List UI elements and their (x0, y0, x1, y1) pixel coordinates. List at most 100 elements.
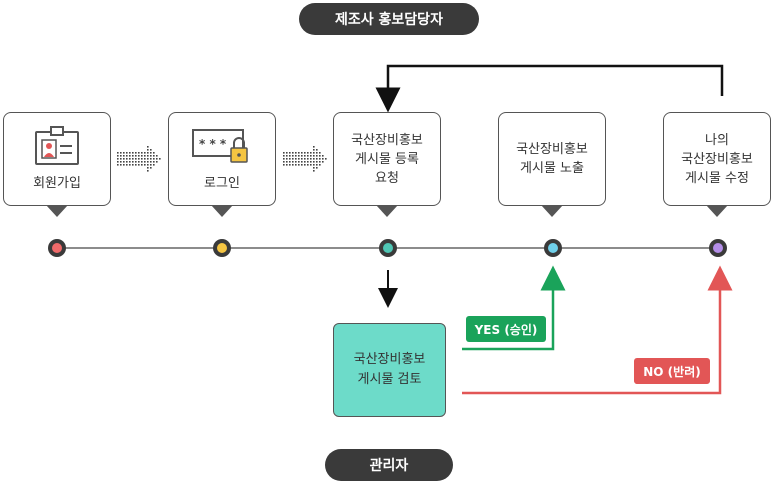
step-post-request: 국산장비홍보 게시물 등록 요청 (333, 112, 441, 227)
dotted-arrow-1 (117, 146, 161, 172)
dot-mark (120, 164, 122, 166)
dot-mark (129, 155, 131, 157)
dot-mark (283, 152, 285, 154)
dot-mark (292, 158, 294, 160)
dot-mark (295, 164, 297, 166)
dot-mark (147, 164, 149, 166)
dot-mark (295, 161, 297, 163)
dot-mark (135, 158, 137, 160)
dot-mark (150, 167, 152, 169)
dot-mark (310, 161, 312, 163)
dot-mark (292, 155, 294, 157)
step-post-exposure: 국산장비홍보 게시물 노출 (498, 112, 606, 227)
dot-mark (283, 161, 285, 163)
dot-mark (313, 152, 315, 154)
dot-mark (123, 164, 125, 166)
dot-mark (141, 164, 143, 166)
dot-mark (150, 152, 152, 154)
dot-mark (147, 167, 149, 169)
dot-mark (156, 158, 158, 160)
dot-mark (307, 152, 309, 154)
dot-mark (132, 161, 134, 163)
dot-mark (304, 158, 306, 160)
yes-path (462, 265, 566, 351)
dot-mark (289, 158, 291, 160)
dot-mark (126, 161, 128, 163)
dot-mark (313, 155, 315, 157)
dot-mark (286, 152, 288, 154)
dot-mark (313, 146, 315, 148)
dot-mark (316, 161, 318, 163)
dot-mark (132, 152, 134, 154)
dot-mark (147, 158, 149, 160)
dot-mark (313, 167, 315, 169)
dot-mark (144, 164, 146, 166)
dot-mark (289, 152, 291, 154)
dot-mark (126, 164, 128, 166)
dot-mark (316, 149, 318, 151)
dot-mark (123, 161, 125, 163)
dot-mark (150, 149, 152, 151)
yes-approve-tag: YES (승인) (466, 316, 546, 342)
dot-mark (313, 149, 315, 151)
dot-mark (295, 158, 297, 160)
dot-mark (289, 155, 291, 157)
dot-mark (150, 164, 152, 166)
admin-review-box: 국산장비홍보 게시물 검토 (333, 323, 446, 417)
dot-mark (286, 164, 288, 166)
dot-mark (117, 164, 119, 166)
dot-mark (307, 161, 309, 163)
dot-mark (129, 164, 131, 166)
dot-mark (138, 164, 140, 166)
dot-mark (319, 164, 321, 166)
step-label: 회원가입 (33, 175, 81, 191)
dot-mark (322, 161, 324, 163)
dot-mark (135, 164, 137, 166)
svg-text:* * *: * * * (199, 137, 227, 151)
step-post-edit: 나의 국산장비홍보 게시물 수정 (663, 112, 771, 227)
dot-mark (138, 155, 140, 157)
dot-mark (286, 155, 288, 157)
dot-mark (301, 155, 303, 157)
dot-mark (316, 158, 318, 160)
dot-mark (301, 158, 303, 160)
dot-mark (138, 161, 140, 163)
dot-mark (304, 164, 306, 166)
dot-mark (129, 152, 131, 154)
dot-mark (120, 155, 122, 157)
timeline-dot-5 (709, 239, 727, 257)
dot-mark (117, 155, 119, 157)
dot-mark (283, 164, 285, 166)
dot-mark (126, 155, 128, 157)
timeline-dot-3 (379, 239, 397, 257)
dot-mark (141, 155, 143, 157)
dot-mark (319, 158, 321, 160)
dot-mark (153, 152, 155, 154)
dot-mark (153, 161, 155, 163)
dot-mark (129, 158, 131, 160)
dot-mark (141, 152, 143, 154)
dot-mark (120, 158, 122, 160)
dot-mark (283, 155, 285, 157)
dot-mark (144, 158, 146, 160)
dot-mark (141, 161, 143, 163)
dot-mark (310, 158, 312, 160)
dot-mark (150, 158, 152, 160)
dot-mark (301, 164, 303, 166)
dot-mark (156, 161, 158, 163)
dot-mark (307, 155, 309, 157)
dot-mark (316, 167, 318, 169)
dot-mark (319, 152, 321, 154)
dot-mark (150, 155, 152, 157)
dot-mark (150, 161, 152, 163)
dot-mark (298, 161, 300, 163)
dot-mark (123, 155, 125, 157)
dot-mark (132, 158, 134, 160)
dot-mark (316, 164, 318, 166)
dot-mark (156, 155, 158, 157)
edit-loop-arrow (375, 64, 724, 113)
dot-mark (319, 161, 321, 163)
dot-mark (138, 158, 140, 160)
dot-mark (117, 161, 119, 163)
dot-mark (289, 161, 291, 163)
